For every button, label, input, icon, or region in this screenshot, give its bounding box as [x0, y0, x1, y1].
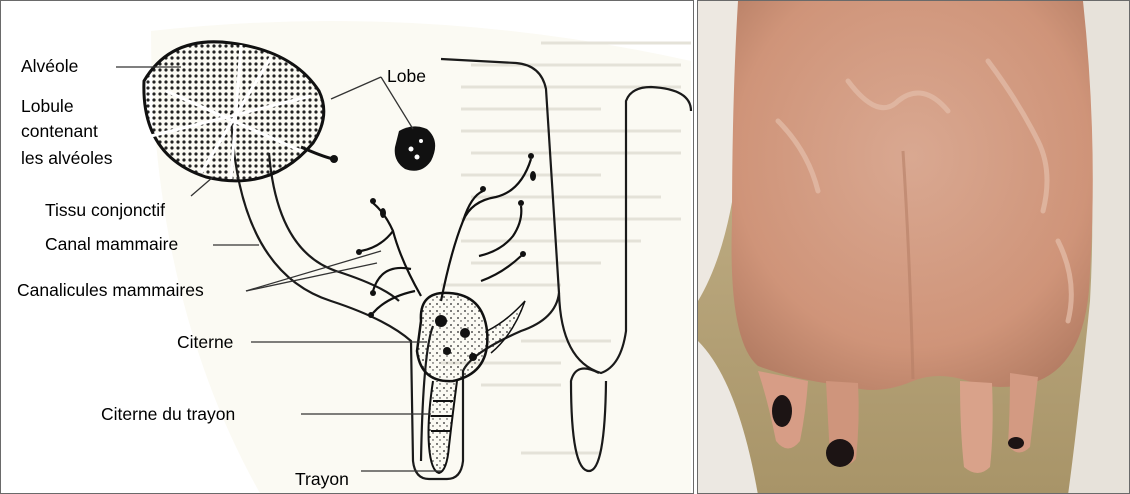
label-tissu-conjonctif: Tissu conjonctif: [45, 199, 165, 221]
label-canal-mammaire: Canal mammaire: [45, 233, 178, 255]
label-trayon: Trayon: [295, 468, 349, 490]
label-lobule-line2: contenant: [21, 120, 98, 142]
label-lobe: Lobe: [387, 65, 426, 87]
rear-left-teat: [826, 381, 859, 467]
udder-anatomy-diagram: Alvéole Lobule contenant les alvéoles Lo…: [0, 0, 694, 494]
udder-photo: [697, 0, 1130, 494]
rear-right-teat: [960, 381, 993, 473]
label-alveole: Alvéole: [21, 55, 78, 77]
label-lobule-line3: les alvéoles: [21, 147, 112, 169]
label-canalicules-mammaires: Canalicules mammaires: [17, 279, 204, 301]
label-citerne-du-trayon: Citerne du trayon: [101, 403, 235, 425]
udder-photo-illustration: [698, 1, 1130, 494]
label-citerne: Citerne: [177, 331, 233, 353]
label-lobule-line1: Lobule: [21, 95, 74, 117]
